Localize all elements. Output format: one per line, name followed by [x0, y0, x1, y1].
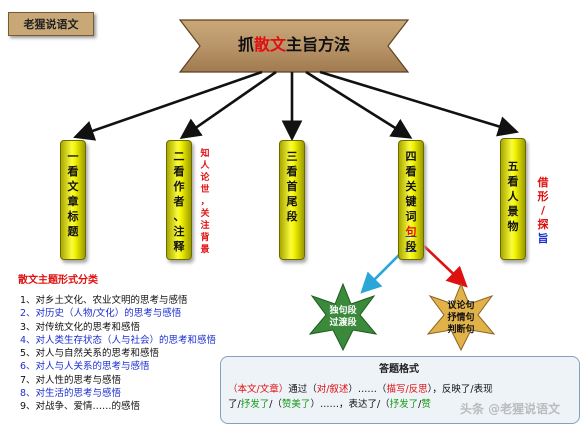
- arrow-to-pillar-2: [179, 70, 277, 139]
- note-author-background: 知人论世，关注背景: [200, 149, 210, 255]
- arrow-to-pillar-1: [73, 70, 263, 141]
- star-right-text: 议论句抒情句判断句: [447, 301, 475, 335]
- list-item: 6、对人与人关系的思考与感悟: [20, 361, 150, 373]
- pillar-keywords: 四看关键词句段: [398, 140, 424, 260]
- answer-format-line-1: （本文/文章）通过（对/叙述）……（描写/反思），反映了/表现: [228, 384, 493, 395]
- pillar-people-scenery: 五看人景物: [500, 138, 526, 260]
- arrow-to-right-star: [423, 245, 468, 288]
- list-item: 4、对人类生存状态（人与社会）的思考和感悟: [20, 334, 217, 346]
- list-item: 1、对乡土文化、农业文明的思考与感悟: [20, 295, 188, 306]
- list-item: 3、对传统文化的思考和感悟: [20, 321, 141, 333]
- pillar-title: 一看文章标题: [60, 140, 86, 260]
- watermark: 头条 @老猩说语文: [460, 402, 561, 416]
- answer-format-box: [220, 356, 580, 424]
- star-left-shape: [308, 282, 378, 352]
- list-item: 8、对生活的思考与感悟: [20, 388, 122, 400]
- diagram-title: 抓散文主旨方法: [237, 35, 351, 54]
- pillar-head-tail: 三看首尾段: [279, 140, 305, 260]
- star-left-text: 独句段过渡段: [329, 306, 357, 328]
- star-right-shape: [426, 282, 496, 352]
- pillar-author: 二看作者、注释: [166, 140, 192, 260]
- arrow-to-pillar-5: [319, 70, 519, 137]
- author-tag: 老猩说语文: [8, 12, 94, 36]
- list-item: 2、对历史（人物/文化）的思考与感悟: [20, 308, 182, 320]
- list-item: 7、对人性的思考与感悟: [20, 374, 122, 386]
- arrow-to-pillar-4: [305, 70, 413, 139]
- classification-title: 散文主题形式分类: [18, 275, 98, 286]
- classification-list: 1、对乡土文化、农业文明的思考与感悟 2、对历史（人物/文化）的思考与感悟 3、…: [20, 294, 216, 414]
- list-item: 9、对战争、爱情……的感悟: [20, 401, 141, 413]
- answer-format-body: （本文/文章）通过（对/叙述）……（描写/反思），反映了/表现 了/抒发了/（赞…: [228, 382, 572, 412]
- list-item: 5、对人与自然关系的思考和感悟: [20, 348, 160, 360]
- title-scroll-shape: [178, 19, 410, 73]
- note-borrow-form: 借形/探旨: [537, 176, 549, 245]
- answer-format-title: 答题格式: [379, 364, 419, 375]
- answer-format-line-2: 了/抒发了/（赞美了）……，表达了/（抒发了/赞: [228, 399, 431, 410]
